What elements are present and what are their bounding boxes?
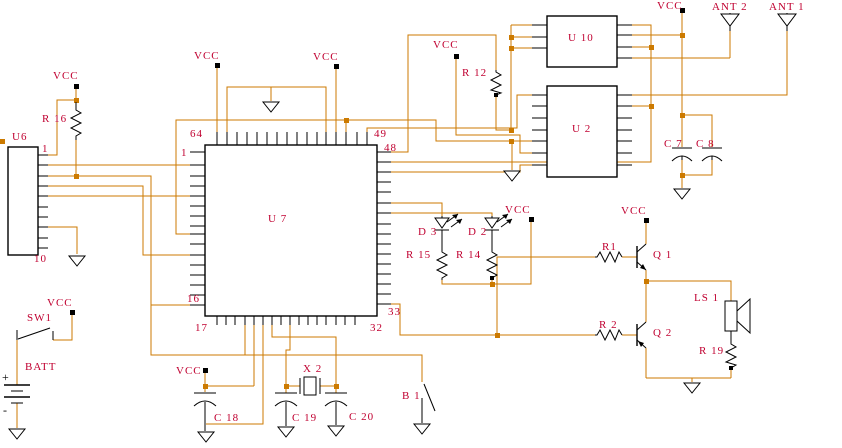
c18-label: C 18 — [214, 412, 239, 424]
switch-sw1 — [16, 327, 54, 340]
speaker-ls1 — [724, 297, 751, 342]
capacitor-c8 — [701, 147, 723, 162]
r12-label: R 12 — [462, 67, 487, 79]
connector-u6 — [7, 146, 48, 256]
capacitor-c19 — [274, 392, 298, 426]
sw1-label: SW1 — [27, 312, 52, 324]
c7-label: C 7 — [664, 138, 683, 150]
ant1-label: ANT 1 — [769, 1, 805, 13]
resistor-r15 — [435, 250, 449, 280]
u7-pin48-label: 48 — [384, 142, 397, 154]
transistor-q2 — [636, 321, 647, 349]
resistor-r12 — [489, 70, 503, 97]
resistor-r19 — [724, 342, 738, 370]
r19-label: R 19 — [699, 345, 724, 357]
u7-pin33-label: 33 — [388, 306, 401, 318]
vcc-label: VCC — [176, 365, 202, 377]
vcc-label: VCC — [313, 51, 339, 63]
vcc-label: VCC — [621, 205, 647, 217]
r15-label: R 15 — [406, 249, 431, 261]
ls1-label: LS 1 — [694, 292, 719, 304]
labels: VCC VCC VCC VCC VCC VCC VCC VCC VCC U6 U… — [2, 0, 805, 424]
power-dots — [70, 8, 685, 373]
r2-label: R 2 — [599, 319, 618, 331]
transistor-q1 — [636, 243, 647, 271]
capacitor-c18 — [193, 392, 217, 431]
battery-plus-label: + — [2, 370, 9, 384]
c19-label: C 19 — [292, 412, 317, 424]
resistor-r16 — [69, 102, 83, 140]
batt-label: BATT — [25, 361, 57, 373]
ic-u7 — [190, 132, 391, 325]
r14-label: R 14 — [456, 249, 481, 261]
switch-b1 — [421, 383, 436, 423]
vcc-label: VCC — [433, 39, 459, 51]
c20-label: C 20 — [349, 411, 374, 423]
ant2-label: ANT 2 — [712, 1, 748, 13]
ground-symbols — [7, 101, 702, 443]
led-d3 — [434, 213, 463, 250]
vcc-label: VCC — [505, 204, 531, 216]
u10-label: U 10 — [568, 32, 594, 44]
resistor-r2 — [595, 328, 623, 342]
vcc-label: VCC — [657, 0, 683, 12]
capacitor-c7 — [671, 147, 693, 162]
u6-pin10-label: 10 — [34, 253, 47, 265]
r1-label: R1 — [602, 241, 617, 253]
b1-label: B 1 — [402, 390, 421, 402]
u7-label: U 7 — [268, 213, 287, 225]
vcc-label: VCC — [47, 297, 73, 309]
u7-pin1-label: 1 — [181, 147, 188, 159]
vcc-label: VCC — [53, 70, 79, 82]
battery-batt — [4, 384, 30, 404]
battery-minus-label: - — [3, 403, 7, 417]
u7-pin49-label: 49 — [374, 128, 387, 140]
u7-pin16-label: 16 — [187, 293, 200, 305]
resistor-r1 — [595, 250, 623, 264]
resistor-r14 — [485, 250, 499, 280]
q2-label: Q 2 — [653, 327, 672, 339]
antenna-ant1 — [777, 13, 797, 31]
d3-label: D 3 — [418, 226, 437, 238]
q1-label: Q 1 — [653, 249, 672, 261]
ic-u10 — [532, 15, 632, 68]
junction-dots — [0, 33, 685, 389]
c8-label: C 8 — [696, 138, 715, 150]
u7-pin32-label: 32 — [370, 322, 383, 334]
u6-label: U6 — [12, 131, 27, 143]
d2-label: D 2 — [468, 226, 487, 238]
u6-pin1-label: 1 — [42, 143, 49, 155]
antenna-ant2 — [720, 13, 740, 31]
ic-u2 — [532, 85, 632, 178]
crystal-x2 — [299, 376, 321, 396]
led-d2 — [484, 213, 513, 250]
r16-label: R 16 — [42, 113, 67, 125]
u2-label: U 2 — [572, 123, 591, 135]
wires — [16, 12, 788, 428]
x2-label: X 2 — [303, 363, 322, 375]
u7-pin17-label: 17 — [195, 322, 208, 334]
u7-pin64-label: 64 — [190, 128, 203, 140]
vcc-label: VCC — [194, 50, 220, 62]
capacitor-c20 — [324, 392, 348, 425]
